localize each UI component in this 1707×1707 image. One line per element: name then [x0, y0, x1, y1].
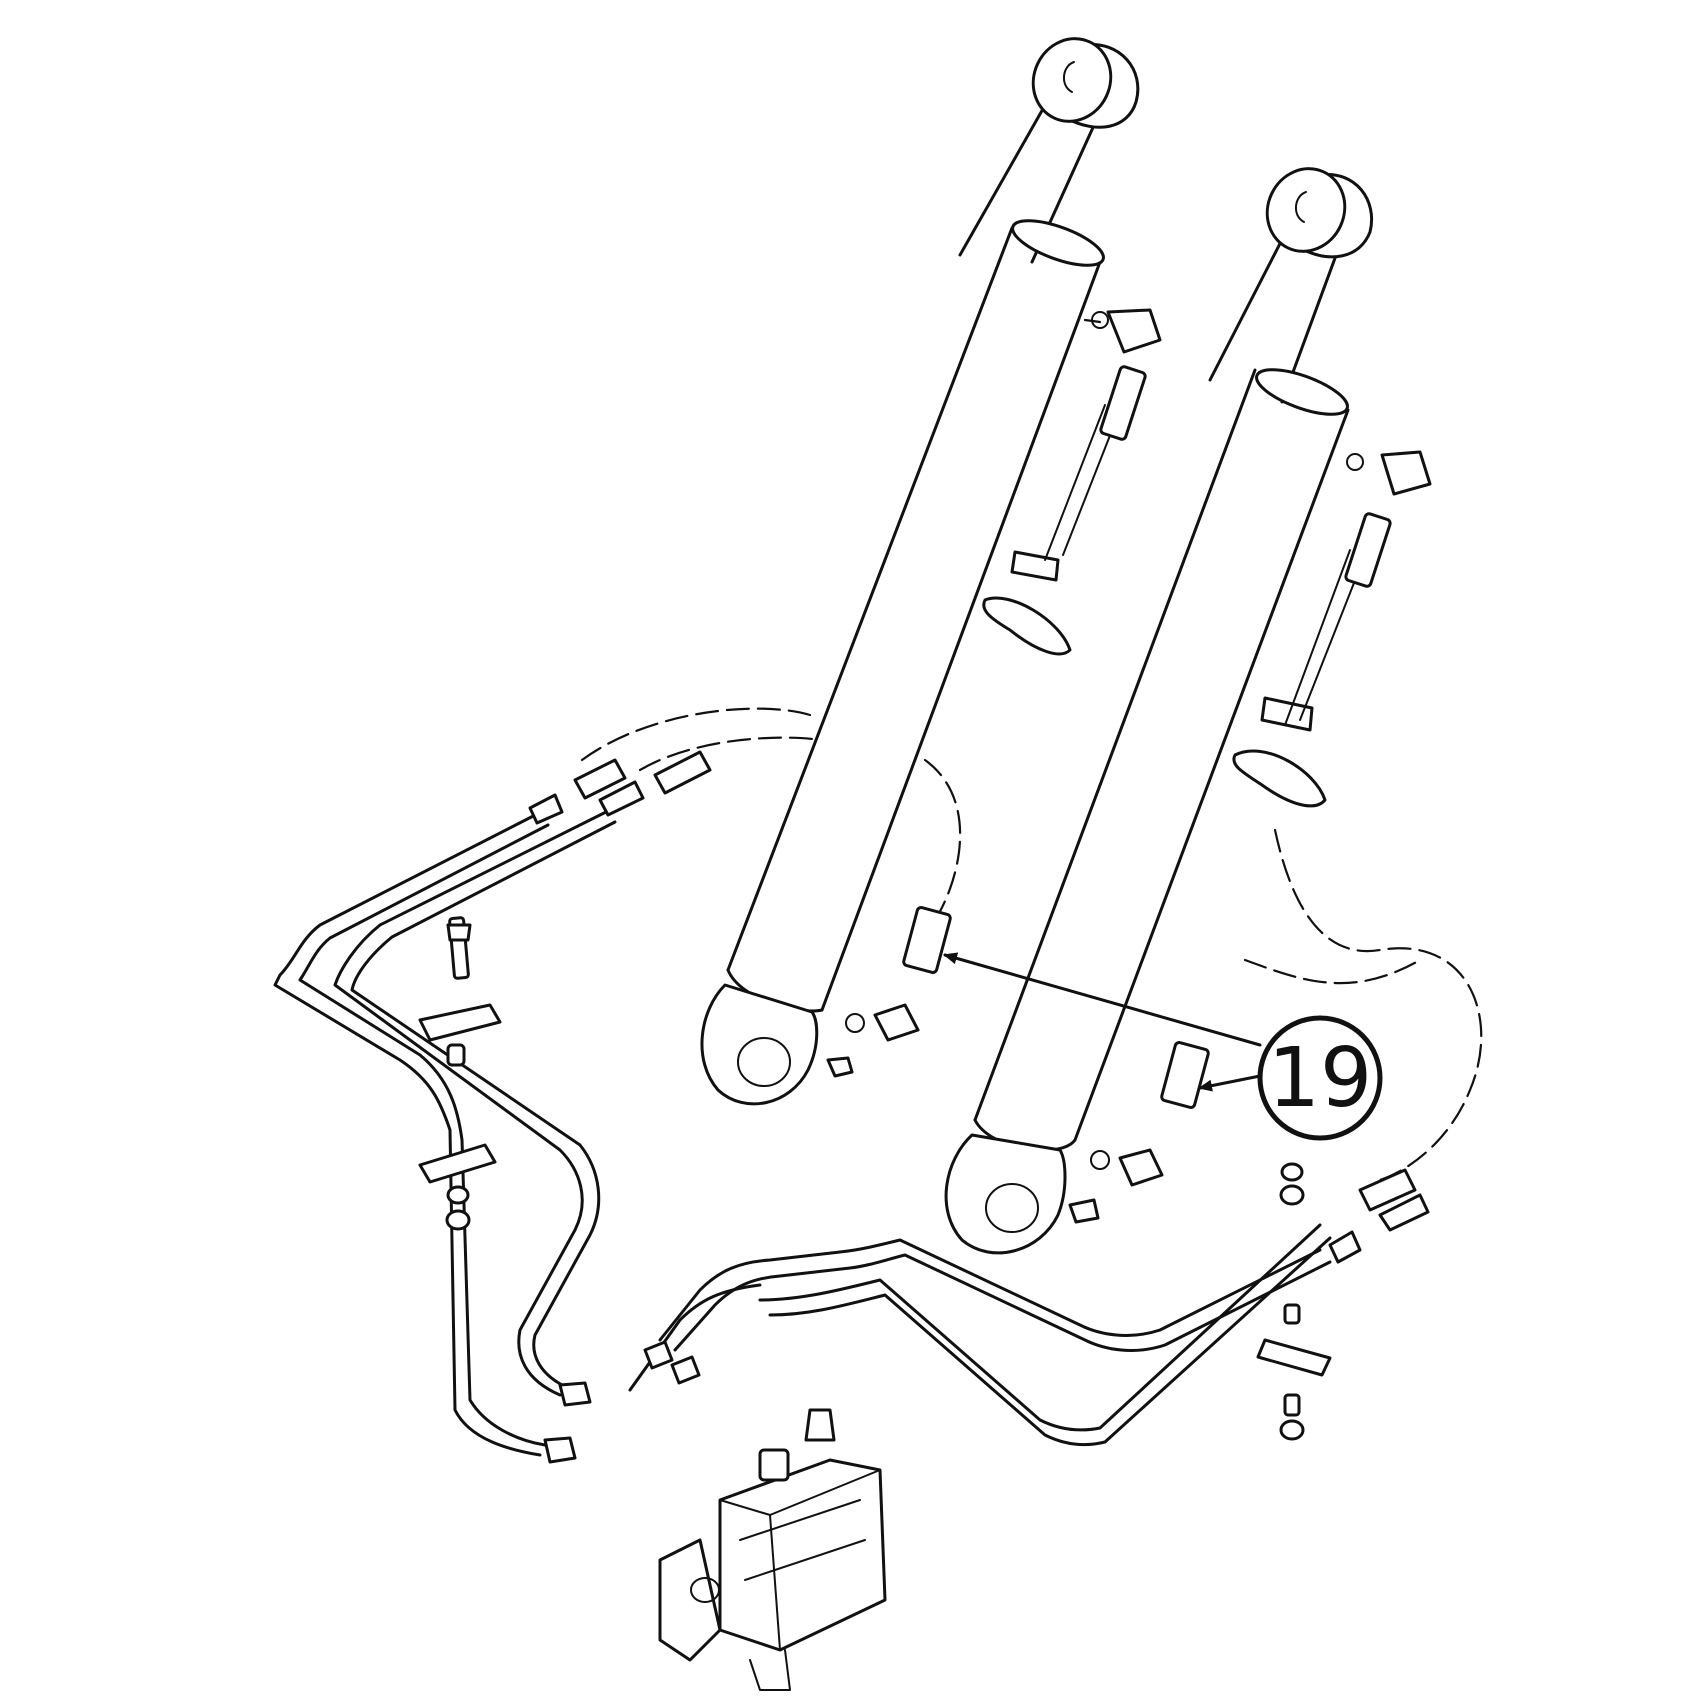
callout-circle	[1257, 1015, 1383, 1141]
right-rod-eye	[1265, 167, 1347, 253]
tube-fittings	[528, 750, 1430, 1464]
left-lower-fitting	[902, 906, 952, 974]
control-valve-block	[658, 1408, 887, 1691]
left-barrel-top	[1011, 219, 1105, 267]
left-rod-eye-front	[1031, 37, 1113, 123]
right-lower-fitting	[1160, 1041, 1210, 1109]
callout-leader-line-upper	[943, 952, 1262, 1047]
bracket-left-upper	[418, 1003, 502, 1042]
right-hydraulic-cylinder	[944, 167, 1432, 1255]
bracket-right	[1256, 1338, 1332, 1377]
callout-number: 19	[1268, 1031, 1372, 1126]
right-barrel-top	[1255, 368, 1349, 416]
left-base-eye	[700, 983, 819, 1106]
hydraulic-tubing	[273, 808, 1332, 1457]
callout-19: 19	[943, 952, 1383, 1141]
left-hose-clamp	[982, 596, 1072, 656]
right-base-eye	[944, 1133, 1067, 1255]
left-upper-fitting	[1099, 365, 1147, 441]
callout-leader-line-lower	[1198, 1073, 1267, 1092]
left-base-eye-hole	[737, 1037, 791, 1087]
left-hydraulic-cylinder	[700, 37, 1162, 1106]
mounting-hardware	[418, 916, 1332, 1441]
bracket-left-lower	[418, 1143, 497, 1184]
hose-routing-dashed-lines	[580, 318, 1483, 1182]
